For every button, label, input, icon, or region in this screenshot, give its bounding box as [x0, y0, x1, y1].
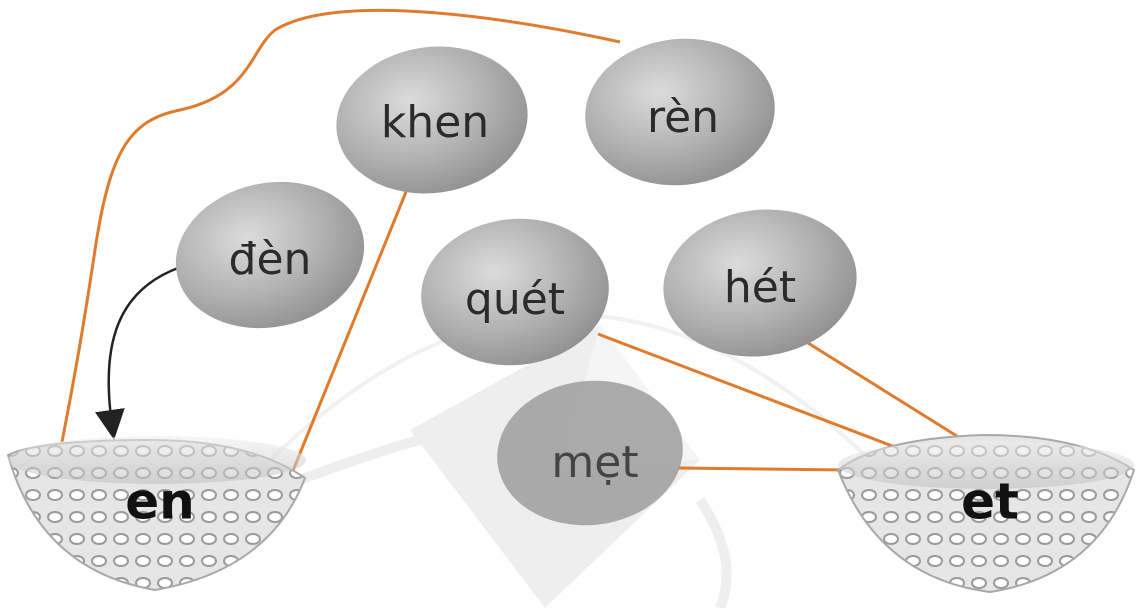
egg-label-khen: khen [381, 97, 489, 148]
basket-en[interactable]: en [6, 436, 307, 592]
basket-et[interactable]: et [836, 433, 1136, 594]
egg-den[interactable]: đèn [162, 165, 378, 345]
basket-label-en: en [125, 473, 195, 531]
egg-quet[interactable]: quét [414, 210, 616, 375]
line-khen-en [288, 181, 412, 479]
egg-label-quet: quét [465, 274, 565, 325]
egg-ren[interactable]: rèn [578, 29, 782, 194]
connection-lines [60, 8, 961, 479]
egg-met[interactable]: mẹt [490, 372, 690, 535]
egg-khen[interactable]: khen [327, 34, 537, 205]
egg-het[interactable]: hét [654, 197, 866, 369]
arrow-den-en [95, 266, 179, 440]
line-met-et [677, 466, 849, 472]
egg-label-den: đèn [229, 234, 312, 285]
egg-label-ren: rèn [647, 92, 719, 143]
basket-label-et: et [961, 473, 1019, 531]
egg-label-het: hét [724, 262, 796, 313]
line-ren-en [60, 8, 621, 443]
egg-label-met: mẹt [551, 437, 638, 488]
line-het-et [799, 336, 961, 440]
line-quet-et [597, 332, 896, 449]
